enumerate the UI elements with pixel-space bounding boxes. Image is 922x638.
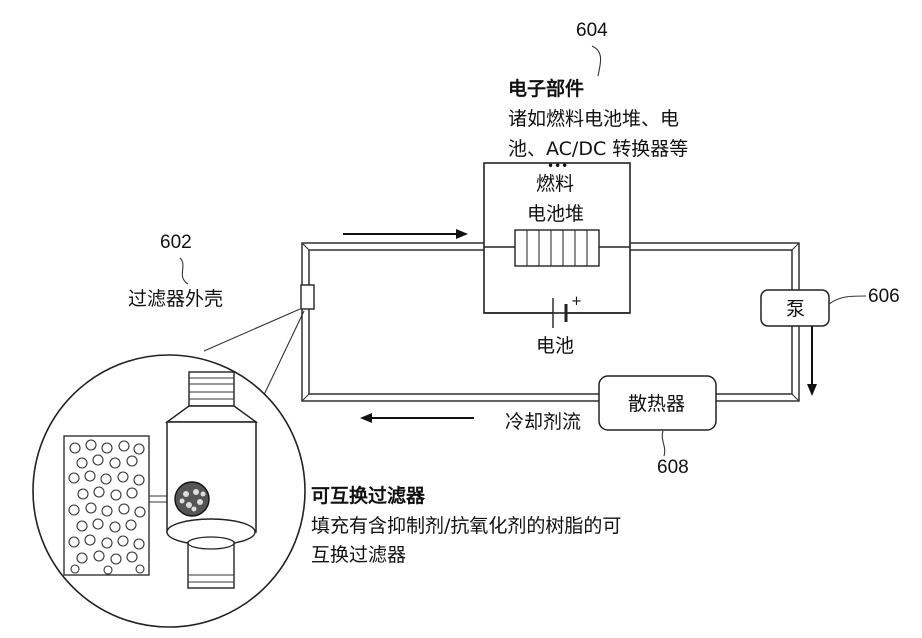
ref-606: 606 — [868, 286, 900, 307]
interchangeable-filter-desc-line2: 互换过滤器 — [311, 544, 406, 566]
flow-arrow-top — [343, 229, 468, 239]
interchangeable-filter-title: 可互换过滤器 — [311, 484, 426, 507]
radiator: 散热器 — [599, 376, 716, 430]
electronics-desc-line1: 诸如燃料电池堆、电 — [508, 108, 679, 130]
fuel-cell-stack — [515, 230, 599, 266]
pump-label: 泵 — [786, 298, 805, 320]
magnified-filter-view — [33, 355, 305, 627]
filter-housing-label: 过滤器外壳 — [128, 288, 223, 310]
battery-plus-sign: + — [571, 294, 582, 309]
ref-604: 604 — [576, 20, 608, 41]
zoom-line-upper — [204, 309, 300, 351]
fuel-cell-stack-label-line2: 电池堆 — [527, 203, 584, 225]
interchangeable-filter-desc-line1: 填充有含抑制剂/抗氧化剂的树脂的可 — [311, 515, 621, 537]
battery-label: 电池 — [536, 335, 574, 357]
ref-604-leader — [592, 46, 601, 76]
coolant-flow-label: 冷却剂流 — [505, 411, 581, 433]
ref-606-leader — [829, 296, 866, 304]
ref-608-leader — [662, 431, 665, 456]
ref-602-leader — [180, 258, 188, 284]
ref-602: 602 — [160, 232, 192, 253]
zoom-line-lower — [262, 311, 304, 399]
ref-608: 608 — [657, 457, 689, 478]
pump: 泵 — [761, 290, 829, 326]
radiator-label: 散热器 — [628, 393, 685, 415]
electronics-ellipsis: ••• — [547, 159, 568, 173]
filter-housing — [301, 285, 314, 309]
fuel-cell-stack-label-line1: 燃料 — [536, 173, 574, 195]
electronics-desc-line2: 池、AC/DC 转换器等 — [508, 138, 688, 160]
electronics-title: 电子部件 — [508, 77, 584, 100]
flow-arrow-bottom — [360, 413, 474, 423]
